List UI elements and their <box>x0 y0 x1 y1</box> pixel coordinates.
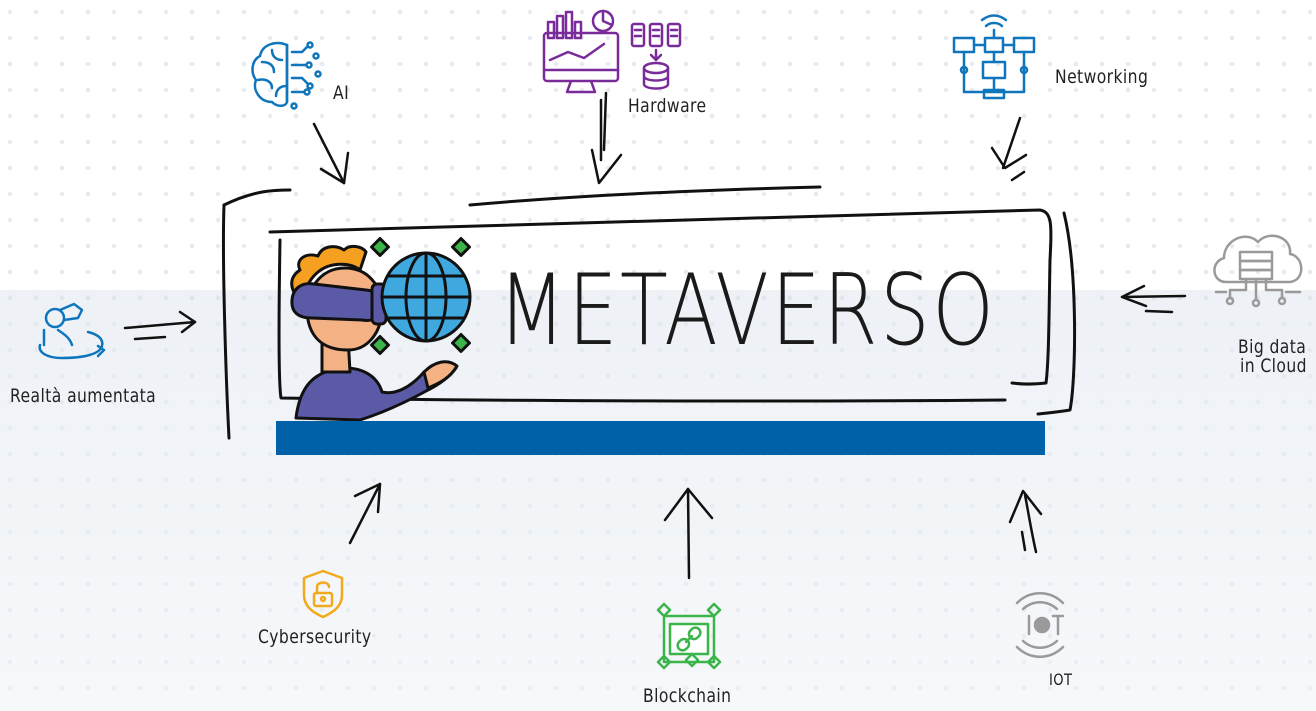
shield-lock-icon <box>302 569 344 619</box>
arrow-to-blockchain <box>663 487 714 580</box>
brain-circuit-icon <box>251 41 322 110</box>
diamond-dot-pattern <box>7 9 1313 691</box>
arrow-to-iot <box>1008 489 1043 554</box>
arrow-from-networking <box>990 116 1028 182</box>
cloud-server-icon <box>1213 234 1303 308</box>
label-realta-aumentata: Realtà aumentata <box>10 385 157 407</box>
blockchain-cubes-icon <box>656 602 722 670</box>
arrow-from-big-data <box>1120 284 1187 314</box>
label-big-data-line2: in Cloud <box>1240 355 1307 377</box>
arrow-from-ar <box>123 310 197 341</box>
arrows <box>123 91 1187 580</box>
label-iot: IOT <box>1049 670 1073 689</box>
metaverso-title: METAVERSO <box>498 254 997 368</box>
accent-bar <box>276 421 1045 455</box>
monitor-dashboard-database-icon <box>542 9 682 94</box>
vr-user-globe-illustration <box>290 237 472 422</box>
label-cybersecurity: Cybersecurity <box>258 626 372 648</box>
vr-headset-user-icon <box>38 302 106 360</box>
label-hardware: Hardware <box>628 95 707 117</box>
network-topology-icon <box>952 14 1036 100</box>
label-blockchain: Blockchain <box>643 685 732 707</box>
label-networking: Networking <box>1055 66 1149 88</box>
sketch-frame <box>221 185 1077 440</box>
label-ai: AI <box>333 82 350 104</box>
iot-signal-icon <box>1015 592 1065 658</box>
label-big-data-line1: Big data <box>1238 336 1307 358</box>
arrow-to-cybersecurity <box>348 482 382 545</box>
background-band <box>0 290 1316 711</box>
arrow-from-hardware <box>590 91 623 185</box>
arrow-from-ai <box>312 122 350 185</box>
